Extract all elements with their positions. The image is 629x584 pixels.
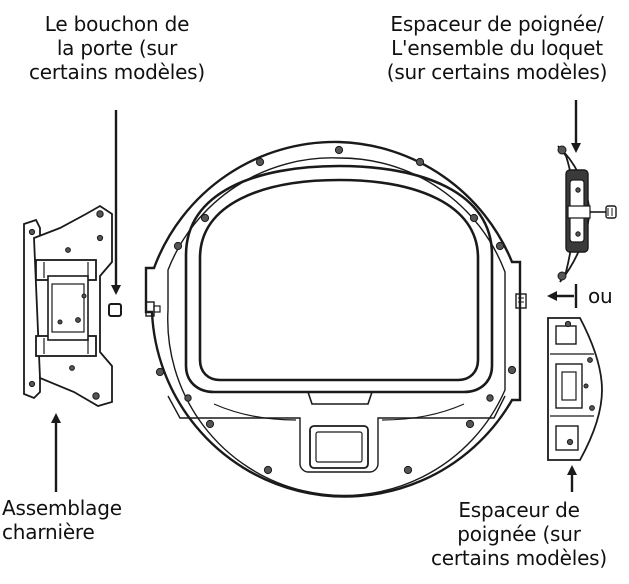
door-outer-ring (144, 140, 522, 498)
window-bottom-tab (307, 391, 373, 405)
frame-screws (155, 145, 517, 475)
bottom-pad (309, 425, 369, 469)
door-plug-label: Le bouchon de la porte (sur certains mod… (28, 12, 206, 84)
lower-frame-rail (167, 395, 506, 473)
frame-latch-slot (515, 293, 527, 309)
hinge-assembly (23, 204, 113, 407)
handle-latch-label: Espaceur de poignée/ L'ensemble du loque… (386, 12, 608, 84)
pointer-arrows (51, 100, 581, 492)
door-plug (108, 303, 122, 317)
window-outer-gasket (184, 164, 494, 394)
handle-spacer-label: Espaceur de poignée (sur certains modèle… (430, 498, 608, 570)
handle-spacer (547, 317, 603, 461)
handle-latch-assembly (557, 145, 617, 283)
or-label: ou (588, 284, 613, 308)
door-frame (144, 140, 527, 498)
hinge-label: Assemblage charnière (2, 496, 122, 544)
window-glass (198, 178, 480, 382)
